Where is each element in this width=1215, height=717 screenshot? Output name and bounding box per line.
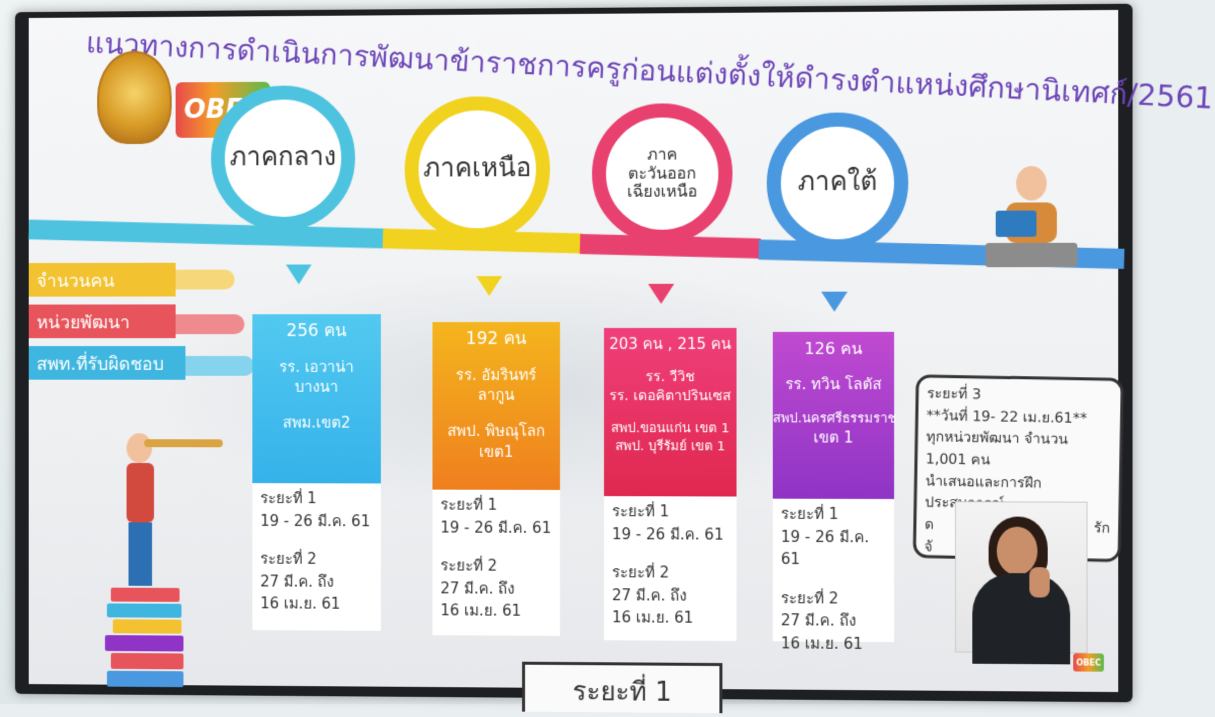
row-label-office: สพท.ที่รับผิดชอบ: [29, 346, 186, 380]
obec-emblem-logo: [97, 51, 172, 145]
pointer-northeast: [648, 284, 674, 304]
row-label-unit: หน่วยพัฒนา: [29, 304, 176, 338]
interpreter-hand: [1029, 567, 1049, 597]
card-north-schedule: ระยะที่ 1 19 - 26 มี.ค. 61 ระยะที่ 2 27 …: [432, 490, 560, 636]
card-northeast-office-1: สพป.ขอนแก่น เขต 1: [604, 420, 737, 438]
region-ring-south: ภาคใต้: [767, 112, 909, 253]
pointer-north: [476, 276, 502, 296]
card-north-unit-2: ลากูน: [432, 385, 560, 405]
region-ring-central: ภาคกลาง: [211, 85, 355, 231]
phase3-line3-end: รัก: [1093, 518, 1110, 540]
card-north-count: 192 คน: [432, 328, 560, 351]
card-south-phase2: ระยะที่ 2: [781, 587, 886, 610]
card-south-header: 126 คน รร. ทวิน โลตัส สพป.นครศรีธรรมราช …: [773, 332, 894, 499]
card-south-unit-1: รร. ทวิน โลตัส: [773, 374, 894, 394]
timeline-band-central: [28, 220, 385, 249]
card-central-unit-1: รร. เอวาน่า: [252, 357, 381, 377]
card-south-phase2-date-a: 27 มี.ค. ถึง: [781, 609, 886, 632]
card-south-phase1: ระยะที่ 1: [781, 503, 886, 526]
card-northeast-schedule: ระยะที่ 1 19 - 26 มี.ค. 61 ระยะที่ 2 27 …: [604, 496, 737, 641]
card-north-unit-1: รร. อัมรินทร์: [432, 365, 560, 385]
presentation-slide: แนวทางการดำเนินการพัฒนาข้าราชการครูก่อนแ…: [29, 10, 1118, 692]
card-north-phase2-date-a: 27 มี.ค. ถึง: [440, 577, 552, 600]
book-4: [105, 635, 183, 651]
card-northeast-phase2-date-b: 16 เม.ย. 61: [612, 606, 728, 629]
card-central-phase1: ระยะที่ 1: [260, 487, 373, 510]
card-northeast-phase1-date: 19 - 26 มี.ค. 61: [612, 523, 728, 546]
row-label-people-text: จำนวนคน: [37, 265, 115, 294]
row-label-people: จำนวนคน: [29, 263, 176, 297]
bottom-phase-box: ระยะที่ 1: [522, 662, 722, 714]
sign-language-interpreter-inset: [955, 501, 1088, 653]
card-central-schedule: ระยะที่ 1 19 - 26 มี.ค. 61 ระยะที่ 2 27 …: [252, 483, 381, 631]
book-3: [113, 619, 182, 633]
phase3-line1: ทุกหน่วยพัฒนา จำนวน 1,001 คน: [925, 427, 1111, 474]
book-1: [111, 588, 180, 602]
row-label-unit-text: หน่วยพัฒนา: [37, 307, 130, 336]
reading-person-illustration: [986, 160, 1078, 271]
row-arrow-people: [176, 270, 235, 290]
card-north-header: 192 คน รร. อัมรินทร์ ลากูน สพป. พิษณุโลก…: [432, 322, 560, 490]
reader-head: [1016, 166, 1047, 200]
card-northeast-unit-2: รร. เดอคิตาปรินเซส: [604, 387, 737, 406]
row-arrow-unit: [176, 314, 245, 334]
card-north-phase1-date: 19 - 26 มี.ค. 61: [440, 516, 552, 539]
card-central-header: 256 คน รร. เอวาน่า บางนา สพม.เขต2: [252, 314, 381, 483]
corner-logo-text: OBEC: [1076, 658, 1101, 667]
pointer-central: [286, 264, 312, 284]
card-south-office-2: เขต 1: [773, 428, 894, 449]
card-northeast-unit-1: รร. วีวิช: [604, 368, 737, 387]
reader-book: [996, 211, 1037, 237]
card-northeast-count: 203 คน , 215 คน: [604, 334, 737, 354]
phase3-line3: ด: [924, 515, 934, 537]
telescope: [144, 439, 223, 447]
region-label-northeast-1: ภาค: [627, 146, 697, 165]
region-label-north: ภาคเหนือ: [423, 154, 531, 184]
card-northeast-phase2: ระยะที่ 2: [612, 561, 728, 584]
person-legs: [129, 522, 153, 586]
interpreter-body: [972, 573, 1070, 664]
card-central-unit-2: บางนา: [252, 377, 381, 397]
row-arrow-office: [185, 356, 254, 376]
card-south-office-1: สพป.นครศรีธรรมราช: [773, 410, 894, 428]
row-label-office-text: สพท.ที่รับผิดชอบ: [37, 349, 164, 378]
corner-obec-logo: OBEC: [1073, 653, 1104, 671]
region-label-northeast-3: เฉียงเหนือ: [627, 183, 697, 202]
card-northeast-header: 203 คน , 215 คน รร. วีวิช รร. เดอคิตาปริ…: [604, 328, 737, 497]
card-central-office-1: สพม.เขต2: [252, 413, 381, 433]
card-northeast-phase1: ระยะที่ 1: [612, 500, 728, 523]
phase3-heading: ระยะที่ 3: [927, 384, 1113, 409]
card-central-phase2-date-b: 16 เม.ย. 61: [260, 592, 373, 615]
book-6: [107, 671, 184, 687]
person-head: [127, 433, 153, 463]
region-ring-north: ภาคเหนือ: [405, 96, 550, 242]
region-label-south: ภาคใต้: [798, 168, 878, 198]
card-south-schedule: ระยะที่ 1 19 - 26 มี.ค. 61 ระยะที่ 2 27 …: [773, 499, 894, 642]
card-north-phase2-date-b: 16 เม.ย. 61: [440, 599, 552, 622]
card-northeast-office-2: สพป. บุรีรัมย์ เขต 1: [604, 438, 737, 456]
book-5: [111, 653, 184, 669]
card-central-phase2-date-a: 27 มี.ค. ถึง: [260, 570, 373, 593]
card-south-count: 126 คน: [773, 338, 894, 360]
region-ring-northeast: ภาค ตะวันออก เฉียงเหนือ: [592, 103, 732, 244]
reader-book-stack: [986, 243, 1078, 267]
card-south-phase2-date-b: 16 เม.ย. 61: [781, 632, 886, 655]
card-central-phase2: ระยะที่ 2: [260, 548, 373, 571]
region-label-northeast-2: ตะวันออก: [627, 164, 697, 183]
card-south-phase1-date: 19 - 26 มี.ค. 61: [781, 525, 886, 571]
book-2: [107, 603, 182, 617]
person-body: [127, 463, 154, 523]
card-central-phase1-date: 19 - 26 มี.ค. 61: [260, 509, 373, 532]
bottom-phase-text: ระยะที่ 1: [572, 671, 671, 713]
region-label-central: ภาคกลาง: [230, 143, 337, 173]
card-central-count: 256 คน: [252, 320, 381, 343]
card-north-phase1: ระยะที่ 1: [440, 494, 552, 517]
telescope-person-illustration: [105, 423, 223, 701]
card-north-office-2: เขต1: [432, 441, 560, 461]
tv-frame: แนวทางการดำเนินการพัฒนาข้าราชการครูก่อนแ…: [15, 4, 1132, 703]
card-north-phase2: ระยะที่ 2: [440, 554, 552, 577]
card-northeast-phase2-date-a: 27 มี.ค. ถึง: [612, 584, 728, 607]
pointer-south: [821, 292, 847, 312]
card-north-office-1: สพป. พิษณุโลก: [432, 421, 560, 441]
